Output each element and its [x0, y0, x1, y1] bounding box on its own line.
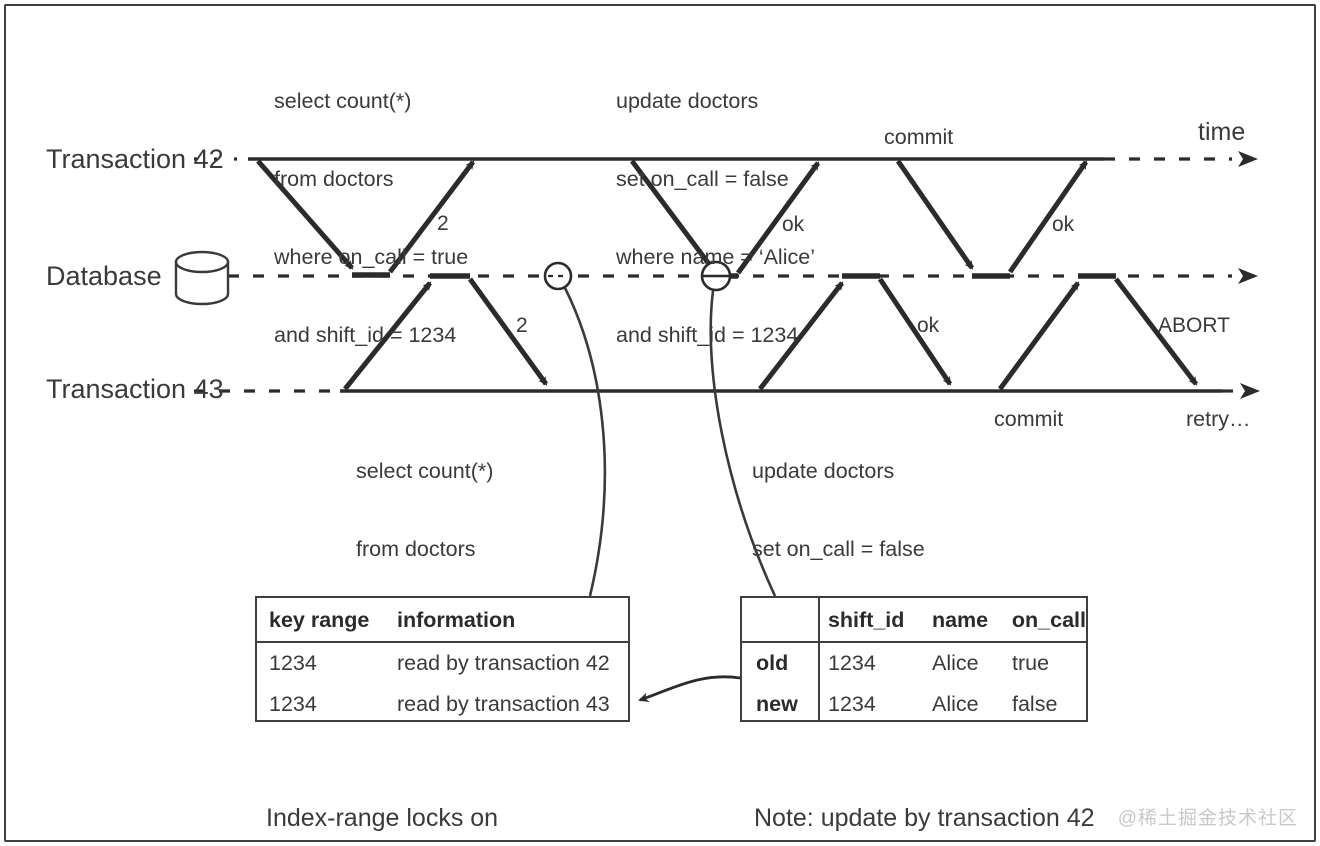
leader-curve-row-table [709, 290, 777, 597]
lock-table: key range information 1234 read by trans… [255, 596, 630, 722]
row-table-header-row: shift_id name on_call [742, 598, 1086, 642]
txn43-select-response-arrow [467, 277, 549, 386]
lane-label-database: Database [46, 261, 162, 291]
row-table-row1-on-call: false [1012, 692, 1058, 716]
row-table-caption-line-1: Note: update by transaction 42 [754, 804, 1095, 832]
txn42-commit-response: ok [1052, 213, 1075, 236]
time-axis-label: time [1198, 118, 1246, 146]
txn43-commit-label: commit [994, 407, 1064, 431]
txn42-select-line-4: and shift_id = 1234 [274, 323, 457, 347]
lock-marker-circle-1 [543, 261, 573, 291]
txn43-lane-line [194, 383, 1260, 399]
txn42-select-query: select count(*) from doctors where on_ca… [274, 36, 468, 400]
txn42-update-line-3: where name = ‘Alice’ [616, 245, 815, 269]
row-table-caption: Note: update by transaction 42 affects r… [754, 736, 1095, 846]
txn42-lane-line [194, 151, 1258, 167]
lock-table-row0-info: read by transaction 42 [397, 651, 610, 675]
lock-table-row1-key: 1234 [269, 692, 317, 716]
txn42-select-request-arrow [256, 159, 354, 270]
row-table-row1-shift-id: 1234 [828, 692, 876, 716]
diagram-frame [4, 4, 1316, 842]
table-row: 1234 read by transaction 43 [257, 684, 628, 725]
table-row: new 1234 Alice false [742, 684, 1086, 725]
txn43-update-request-arrow [758, 281, 844, 391]
txn43-retry-label: retry… [1186, 407, 1251, 431]
txn42-update-response-arrow [735, 161, 821, 275]
txn42-update-line-1: update doctors [616, 89, 759, 113]
row-table-row0-on-call: true [1012, 651, 1050, 675]
txn43-select-request-arrow [343, 281, 432, 391]
lock-marker-circle-2 [700, 260, 732, 292]
txn42-select-line-2: from doctors [274, 167, 394, 191]
watermark: @稀土掘金技术社区 [1117, 808, 1298, 829]
row-table-row1-name: Alice [932, 692, 979, 716]
row-to-lock-arrow [638, 675, 741, 703]
txn42-select-response: 2 [437, 212, 449, 235]
txn43-abort-response: ABORT [1158, 314, 1230, 337]
table-row: old 1234 Alice true [742, 643, 1086, 684]
row-table-vertical-separator [818, 598, 820, 720]
txn43-update-line-1: update doctors [752, 459, 895, 483]
lock-table-header-separator [257, 641, 628, 643]
row-table-header-shift-id: shift_id [827, 607, 905, 632]
txn43-select-line-1: select count(*) [356, 459, 494, 483]
txn42-select-line-1: select count(*) [274, 89, 412, 113]
row-table-row0-label: old [756, 651, 789, 675]
txn42-select-line-3: where on_call = true [274, 245, 469, 269]
txn43-update-response-arrow [877, 277, 953, 386]
row-table-row0-name: Alice [932, 651, 979, 675]
row-table-header-on-call: on_call [1011, 607, 1086, 632]
txn43-select-line-2: from doctors [356, 537, 476, 561]
txn43-update-line-2: set on_call = false [752, 537, 925, 561]
txn42-commit-request-arrow [895, 159, 975, 270]
txn42-select-response-arrow [388, 160, 475, 274]
txn43-commit-request-arrow [997, 281, 1081, 391]
lock-table-caption-line-1: Index-range locks on [266, 804, 499, 832]
lock-table-row1-info: read by transaction 43 [397, 692, 610, 716]
txn42-update-response: ok [782, 213, 805, 236]
lock-table-header-row: key range information [257, 598, 628, 642]
lane-label-txn43: Transaction 43 [46, 374, 224, 404]
row-table-row0-shift-id: 1234 [828, 651, 876, 675]
txn43-update-response: ok [917, 314, 940, 337]
txn42-update-request-arrow [629, 159, 715, 270]
txn42-update-line-4: and shift_id = 1234 [616, 323, 799, 347]
lock-table-row0-key: 1234 [269, 651, 317, 675]
txn42-commit-label: commit [884, 125, 954, 149]
table-row: 1234 read by transaction 42 [257, 643, 628, 684]
leader-curve-lock-table [563, 287, 607, 597]
lock-table-caption: Index-range locks on doctors.shift_id in… [266, 736, 501, 846]
row-table-header-separator [742, 641, 1086, 643]
txn42-commit-response-arrow [1007, 160, 1089, 274]
lane-label-txn42: Transaction 42 [46, 144, 224, 174]
row-table: shift_id name on_call old 1234 Alice tru… [740, 596, 1088, 722]
txn42-update-line-2: set on_call = false [616, 167, 789, 191]
txn43-select-response: 2 [516, 314, 528, 337]
txn43-abort-response-arrow [1114, 277, 1198, 386]
lock-table-header-key-range: key range [269, 607, 370, 632]
lock-table-header-information: information [397, 607, 516, 632]
row-table-header-name: name [931, 607, 989, 632]
database-cylinder-icon [174, 250, 230, 306]
row-table-row1-label: new [756, 692, 798, 716]
txn42-update-query: update doctors set on_call = false where… [616, 36, 815, 400]
